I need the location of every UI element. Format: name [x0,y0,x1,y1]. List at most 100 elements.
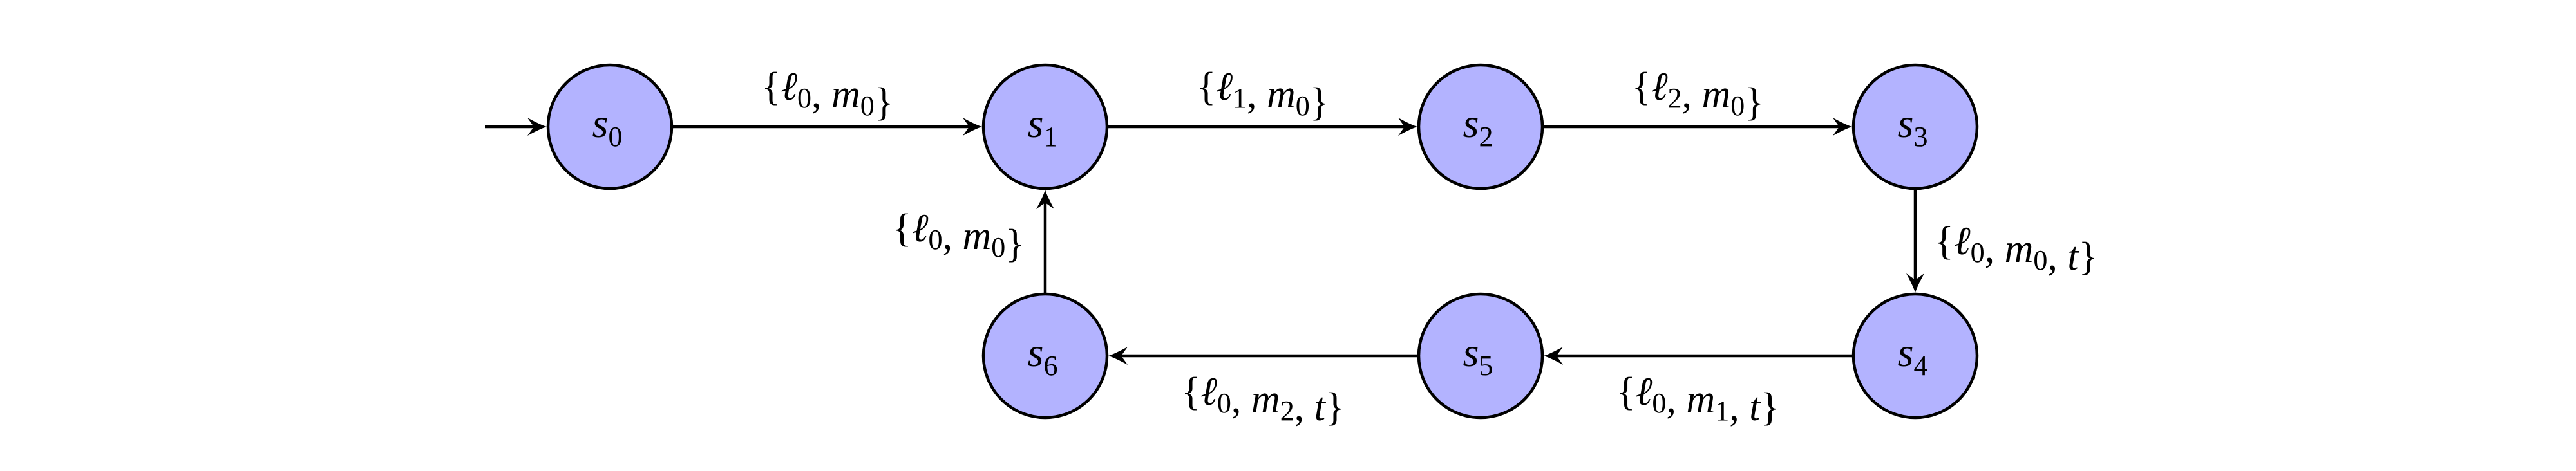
state-node-s2[interactable]: s2 [1417,63,1544,190]
arrowhead-icon [527,118,547,136]
state-circle[interactable] [546,63,674,190]
state-circle[interactable] [1852,292,1979,420]
brace-open: { [1197,65,1216,109]
arrowhead-icon [1833,118,1852,136]
label-symbol: ℓ [1954,219,1971,263]
brace-close: } [875,80,894,124]
label-comma: , [1729,385,1749,429]
label-subscript: 1 [1233,82,1247,114]
transition-s2-s3 [1542,118,1852,136]
label-symbol: ℓ [1636,370,1653,414]
brace-open: { [1632,65,1651,109]
label-subscript: 0 [1217,387,1231,419]
state-symbol: s [592,100,609,146]
state-label: s4 [1898,329,1928,382]
state-node-s6[interactable]: s6 [981,292,1109,420]
label-subscript: 0 [797,82,811,114]
initial-state-arrow [485,118,547,136]
label-symbol: m [2005,227,2034,271]
label-symbol: m [1251,378,1280,421]
brace-close: } [1325,385,1345,429]
brace-close: } [1745,80,1764,124]
label-subscript: 0 [1730,90,1745,122]
state-symbol: s [1898,100,1914,146]
brace-close: } [1760,385,1779,429]
state-circle[interactable] [981,292,1109,420]
state-node-s4[interactable]: s4 [1852,292,1979,420]
state-subscript: 4 [1913,350,1927,382]
edges-layer [485,118,1924,365]
transition-s3-s4 [1906,189,1924,293]
transition-s5-s6 [1108,347,1419,365]
state-label: s3 [1898,100,1928,152]
state-node-s5[interactable]: s5 [1417,292,1544,420]
arrowhead-icon [1108,347,1128,365]
state-node-s0[interactable]: s0 [546,63,674,190]
state-circle[interactable] [1417,63,1544,190]
edge-labels-layer: {ℓ0, m0}{ℓ1, m0}{ℓ2, m0}{ℓ0, m0, t}{ℓ0, … [761,65,2098,429]
label-comma: , [1666,378,1686,421]
state-circle[interactable] [981,63,1109,190]
brace-open: { [1616,370,1636,414]
brace-close: } [2079,235,2098,279]
state-subscript: 5 [1479,350,1493,382]
label-symbol: ℓ [1200,370,1217,414]
transition-label-s0-s1: {ℓ0, m0} [761,65,893,124]
label-subscript: 2 [1668,82,1682,114]
label-comma: , [1985,227,2005,271]
arrowhead-icon [1398,118,1417,136]
label-subscript: 0 [991,232,1005,263]
label-symbol: m [1702,73,1731,116]
label-symbol: t [1749,385,1761,429]
label-subscript: 0 [1971,237,1985,268]
brace-open: { [761,65,781,109]
label-symbol: m [831,73,860,116]
transition-s6-s1 [1036,190,1054,294]
label-symbol: m [962,214,991,258]
state-circle[interactable] [1417,292,1544,420]
state-symbol: s [1898,329,1914,375]
transition-label-s6-s1: {ℓ0, m0} [893,207,1025,266]
state-subscript: 3 [1913,121,1927,152]
state-node-s1[interactable]: s1 [981,63,1109,190]
label-subscript: 0 [860,90,875,122]
label-symbol: ℓ [912,207,929,250]
state-circle[interactable] [1852,63,1979,190]
state-subscript: 1 [1043,121,1057,152]
label-symbol: ℓ [1651,65,1668,109]
brace-open: { [1181,370,1200,414]
transition-label-s3-s4: {ℓ0, m0, t} [1935,219,2098,279]
state-subscript: 0 [608,121,622,152]
state-symbol: s [1028,100,1044,146]
label-symbol: t [2067,235,2079,279]
state-label: s0 [592,100,623,152]
state-label: s2 [1463,100,1493,152]
label-subscript: 2 [1280,395,1294,427]
arrowhead-icon [1544,347,1563,365]
label-subscript: 0 [2033,245,2047,276]
label-subscript: 0 [1652,387,1666,419]
transition-s0-s1 [672,118,982,136]
label-symbol: m [1686,378,1715,421]
state-subscript: 2 [1479,121,1493,152]
label-comma: , [1247,73,1267,116]
label-subscript: 0 [928,224,942,255]
transition-s1-s2 [1107,118,1417,136]
label-comma: , [1682,73,1702,116]
state-label: s5 [1463,329,1493,382]
brace-close: } [1005,222,1025,266]
label-subscript: 0 [1296,90,1310,122]
state-symbol: s [1028,329,1044,375]
label-symbol: ℓ [781,65,797,109]
state-label: s1 [1028,100,1058,152]
state-node-s3[interactable]: s3 [1852,63,1979,190]
arrowhead-icon [1906,273,1924,293]
state-label: s6 [1028,329,1058,382]
label-comma: , [1231,378,1251,421]
state-symbol: s [1463,100,1479,146]
arrowhead-icon [1036,190,1054,209]
label-symbol: t [1314,385,1327,429]
label-symbol: ℓ [1216,65,1233,109]
